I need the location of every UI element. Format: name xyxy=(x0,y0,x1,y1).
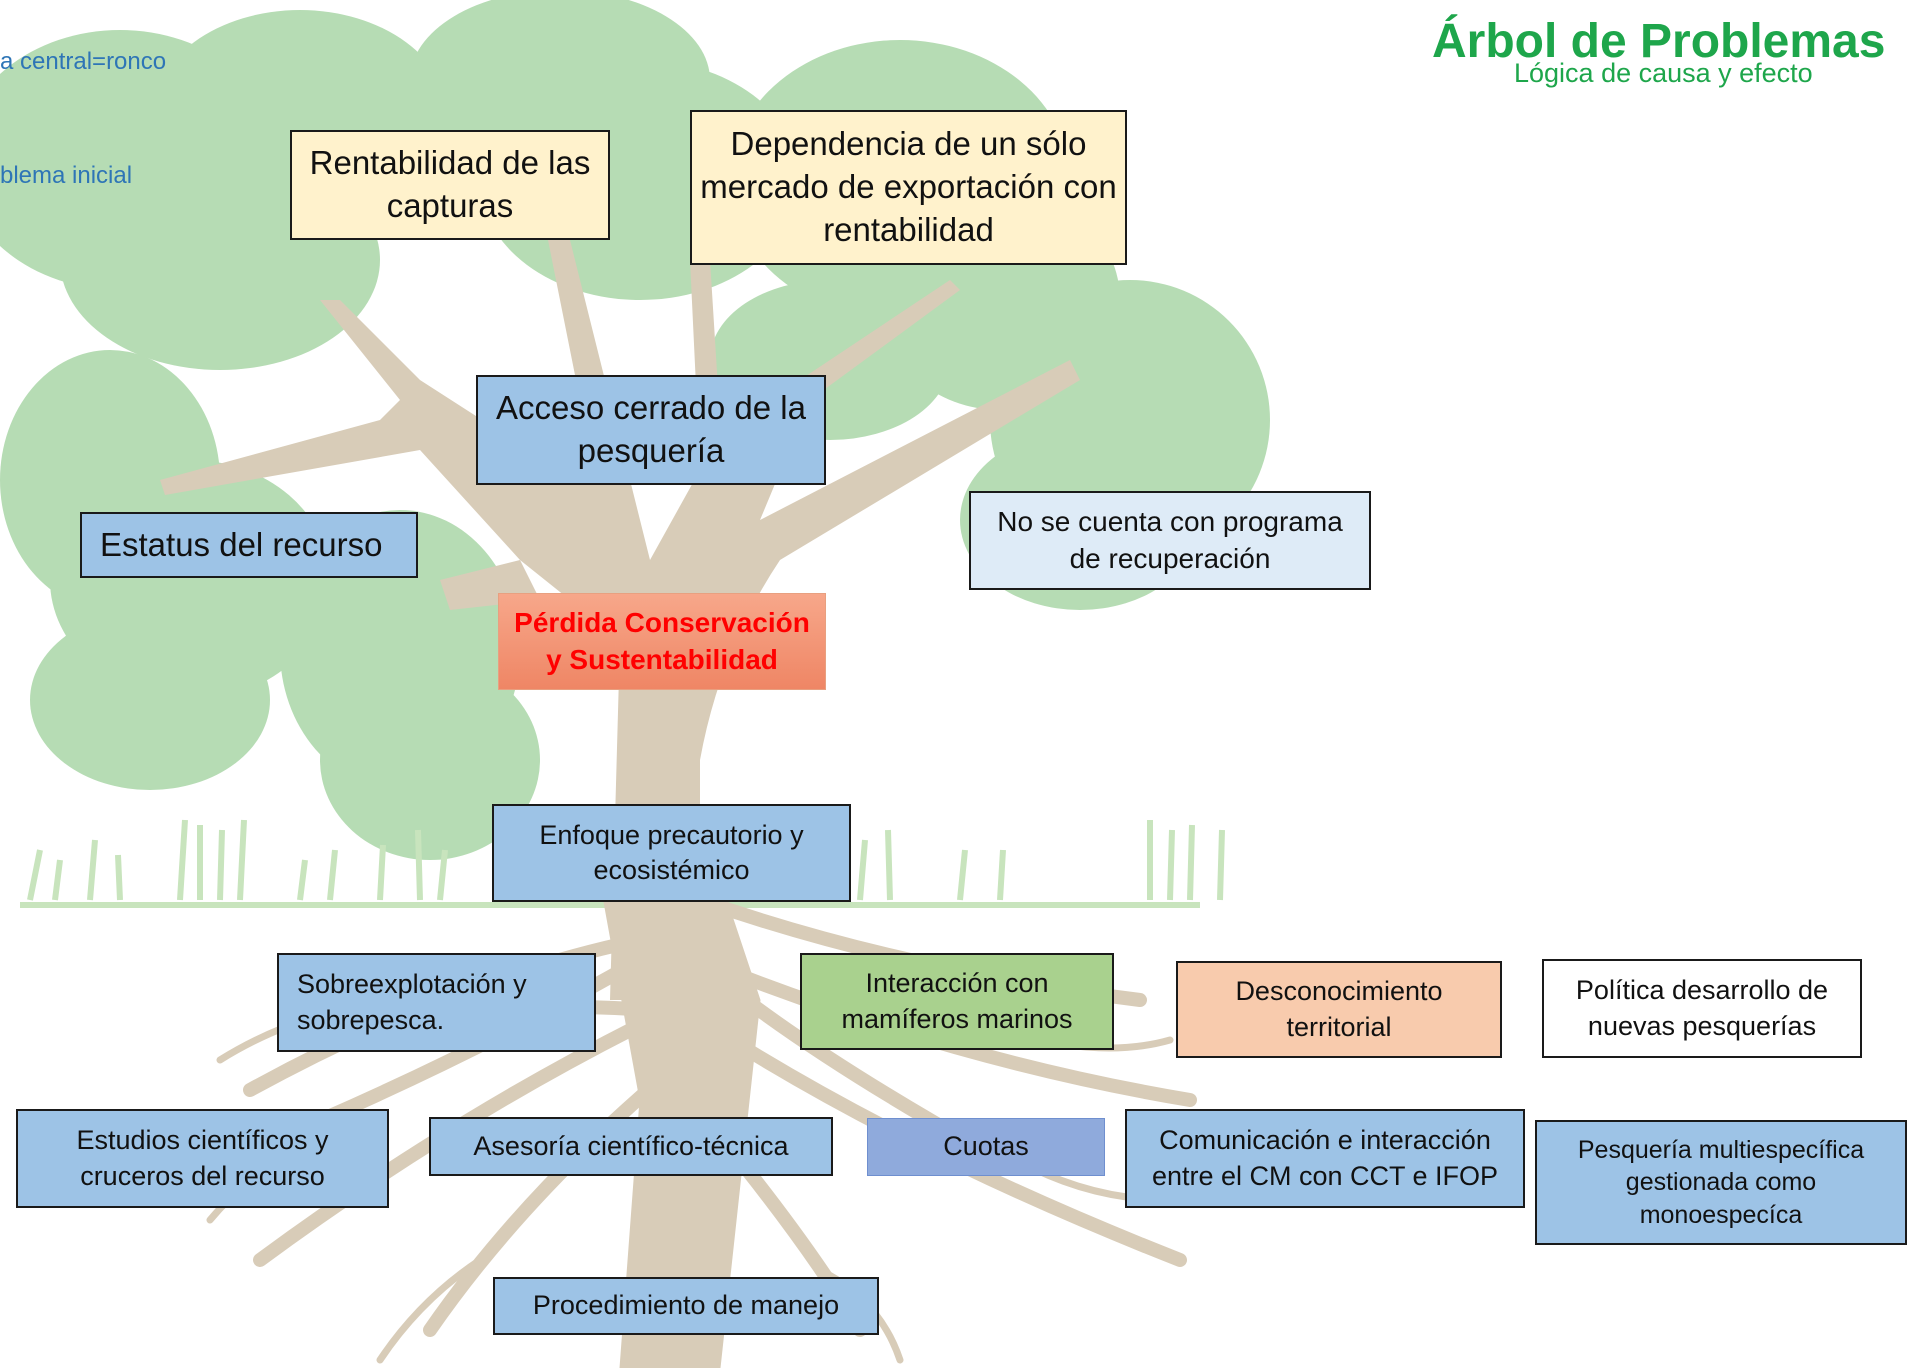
effect-estatus: Estatus del recurso xyxy=(80,512,418,578)
diagram-title: Árbol de Problemas xyxy=(1432,15,1886,68)
cause-procedimiento: Procedimiento de manejo xyxy=(493,1277,879,1335)
cause-politica: Política desarrollo de nuevas pesquerías xyxy=(1542,959,1862,1058)
effect-rentabilidad: Rentabilidad de las capturas xyxy=(290,130,610,240)
cause-interaccion: Interacción con mamíferos marinos xyxy=(800,953,1114,1050)
effect-dependencia: Dependencia de un sólo mercado de export… xyxy=(690,110,1127,265)
diagram-subtitle: Lógica de causa y efecto xyxy=(1514,58,1813,88)
cause-cuotas: Cuotas xyxy=(867,1118,1105,1176)
effect-acceso: Acceso cerrado de la pesquería xyxy=(476,375,826,485)
effect-programa: No se cuenta con programa de recuperació… xyxy=(969,491,1371,590)
cause-asesoria: Asesoría científico-técnica xyxy=(429,1117,833,1176)
cause-enfoque: Enfoque precautorio y ecosistémico xyxy=(492,804,851,902)
cause-multiespecifica: Pesquería multiespecífica gestionada com… xyxy=(1535,1120,1907,1245)
note-initial: blema inicial xyxy=(0,162,133,189)
note-central: a central=ronco xyxy=(0,48,167,75)
cause-sobreexplotacion: Sobreexplotación y sobrepesca. xyxy=(277,953,596,1052)
central-problem: Pérdida Conservación y Sustentabilidad xyxy=(498,593,826,690)
cause-estudios: Estudios científicos y cruceros del recu… xyxy=(16,1109,389,1208)
cause-desconocimiento: Desconocimiento territorial xyxy=(1176,961,1502,1058)
cause-comunicacion: Comunicación e interacción entre el CM c… xyxy=(1125,1109,1525,1208)
